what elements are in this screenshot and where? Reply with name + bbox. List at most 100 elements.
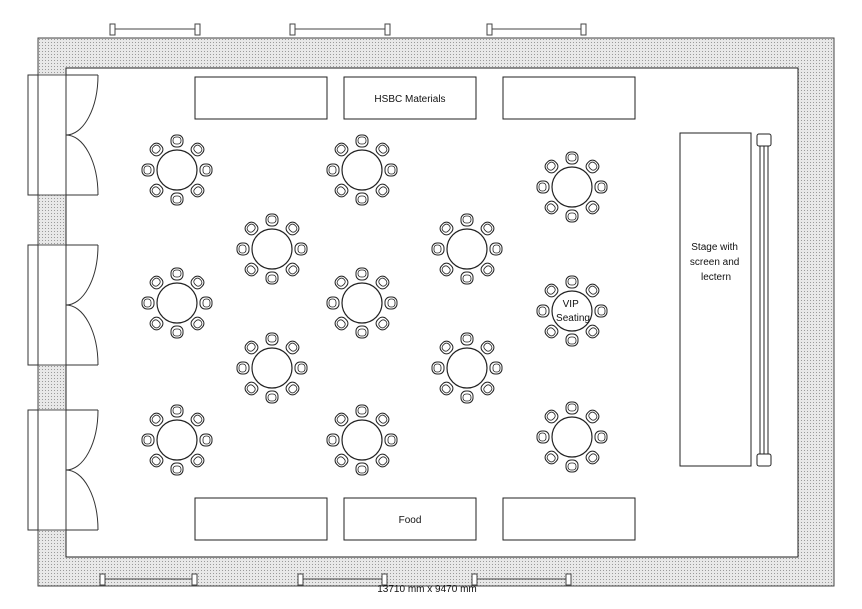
table-top [156,149,198,191]
food-label: Food [399,515,422,526]
chair [375,412,390,427]
chair [439,381,454,396]
stage-label-line-1: Stage with [691,242,738,253]
top-table-right [502,76,636,120]
round-table-4 [236,213,308,285]
round-table-2 [326,134,398,206]
chair [585,200,600,215]
table-top [156,419,198,461]
chair [375,316,390,331]
chair [244,262,259,277]
chair [355,325,369,339]
chair [585,409,600,424]
bottom-table-food [343,497,477,541]
round-table-5 [431,213,503,285]
chair [334,275,349,290]
chair [285,262,300,277]
round-table-3 [536,151,608,223]
chair [294,242,308,256]
chair [544,324,559,339]
projection-screen [756,133,772,467]
door-left-2 [27,244,99,366]
chair [565,333,579,347]
chair [460,213,474,227]
chair [149,183,164,198]
chair [384,163,398,177]
table-top [341,419,383,461]
chair [170,325,184,339]
table-top [341,282,383,324]
stage [679,132,752,467]
chair [236,361,250,375]
round-table-6 [141,267,213,339]
chair [585,450,600,465]
bottom-table-right [502,497,636,541]
chair [565,151,579,165]
vip-label: VIP Seating [556,299,590,324]
chair [544,409,559,424]
chair [355,462,369,476]
chair [355,134,369,148]
chair [431,242,445,256]
chair [170,462,184,476]
round-table-9 [236,332,308,404]
chair [199,296,213,310]
chair [439,262,454,277]
table-top [551,166,593,208]
chair [190,316,205,331]
chair [565,275,579,289]
chair [585,159,600,174]
chair [334,412,349,427]
table-top [156,282,198,324]
door-left-1 [27,74,99,196]
bottom-table-left [194,497,328,541]
chair [294,361,308,375]
chair [544,450,559,465]
chair [334,142,349,157]
chair [149,316,164,331]
chair [536,304,550,318]
chair [585,283,600,298]
chair [460,332,474,346]
chair [480,221,495,236]
stage-label-line-2: screen and [690,257,739,268]
top-table-materials [343,76,477,120]
vip-label-line-2: Seating [556,313,590,324]
round-table-1 [141,134,213,206]
chair [190,183,205,198]
round-table-8 [536,275,608,347]
chair [265,390,279,404]
chair [170,404,184,418]
windows-top [109,23,587,36]
chair [326,433,340,447]
chair [190,275,205,290]
chair [285,340,300,355]
chair [594,304,608,318]
chair [460,271,474,285]
table-top [446,347,488,389]
chair [199,433,213,447]
chair [431,361,445,375]
chair [170,134,184,148]
vip-label-line-1: VIP [563,299,579,310]
chair [190,142,205,157]
chair [355,267,369,281]
chair [565,459,579,473]
chair [141,163,155,177]
chair [489,361,503,375]
chair [265,271,279,285]
round-table-7 [326,267,398,339]
chair [265,332,279,346]
chair [544,283,559,298]
chair [170,267,184,281]
chair [375,183,390,198]
chair [199,163,213,177]
chair [285,221,300,236]
round-table-11 [141,404,213,476]
chair [460,390,474,404]
chair [480,340,495,355]
chair [544,159,559,174]
round-table-10 [431,332,503,404]
chair [355,404,369,418]
chair [334,453,349,468]
